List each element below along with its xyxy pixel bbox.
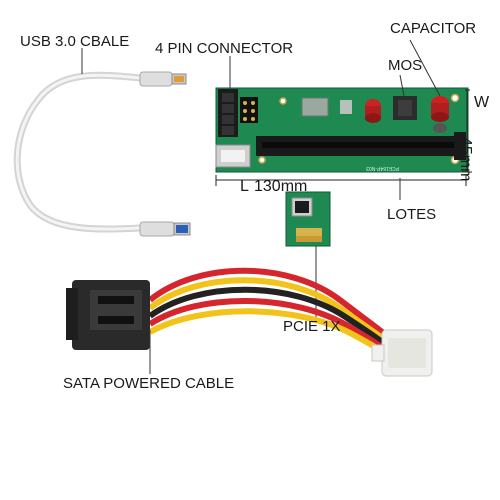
label-width-value: 45mm	[457, 137, 474, 182]
label-lotes: LOTES	[387, 206, 437, 223]
four-pin-connector	[218, 89, 238, 137]
capacitors	[365, 96, 449, 133]
usb-cable	[13, 71, 191, 237]
sata-connector	[66, 280, 150, 350]
label-four-pin: 4 PIN CONNECTOR	[155, 40, 294, 57]
usb-plug-bottom	[139, 221, 191, 237]
board-usb-port	[215, 144, 251, 168]
silk-model: PCE164P-N03	[366, 165, 399, 171]
label-length-letter: L	[240, 178, 249, 195]
pcie-x16-slot	[256, 132, 466, 160]
label-mos: MOS	[388, 57, 423, 74]
pcie-1x-card	[285, 191, 331, 247]
riser-board: PCE164P-N03	[215, 87, 469, 173]
sata-power-cable	[66, 267, 433, 377]
label-usb-cable: USB 3.0 CBALE	[20, 33, 130, 50]
width-dimension	[462, 89, 472, 173]
label-capacitor: CAPACITOR	[390, 20, 477, 37]
label-width-letter: W	[474, 94, 490, 111]
usb-plug-top	[139, 71, 187, 87]
molex-connector	[371, 329, 433, 377]
usb-cable-wire	[13, 71, 144, 233]
label-pcie-1x: PCIE 1X	[283, 318, 341, 335]
label-length-value: 130mm	[254, 178, 308, 195]
label-sata-cable: SATA POWERED CABLE	[63, 375, 235, 392]
length-dimension	[215, 175, 467, 186]
